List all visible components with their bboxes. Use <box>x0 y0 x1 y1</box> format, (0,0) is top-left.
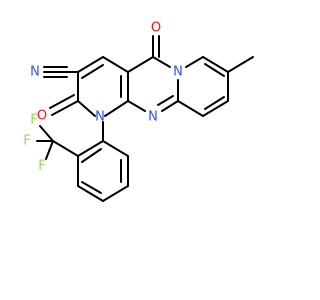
bond-m4 <box>161 100 179 112</box>
atom-f3: F <box>38 159 45 174</box>
bond-r4 <box>202 100 229 117</box>
bond-co-left-1 <box>51 100 79 116</box>
bond-r4b <box>204 96 225 110</box>
atom-oxo-left: O <box>37 109 47 124</box>
atom-ring-n-pyrido: N <box>173 65 183 80</box>
atom-f1: F <box>30 113 37 128</box>
bond-m4b <box>157 95 174 106</box>
atom-oxo-top: O <box>151 21 161 36</box>
bond-a6 <box>77 140 104 157</box>
bond-cf3-f3 <box>45 140 54 160</box>
bond-m2 <box>152 56 171 68</box>
molecule-structure: N O O N N N F F F <box>23 21 254 202</box>
bond-m1 <box>127 56 154 73</box>
atom-ring-n1: N <box>95 110 105 125</box>
bond-l1 <box>77 56 104 73</box>
bond-co-left-2 <box>49 94 75 109</box>
bond-a4 <box>77 185 104 202</box>
bond-r5 <box>177 100 204 117</box>
bond-r1 <box>185 56 204 68</box>
bond-l1b <box>81 64 104 79</box>
bond-l2 <box>102 56 129 73</box>
atom-f2: F <box>23 134 30 149</box>
bond-a1 <box>102 140 129 157</box>
bond-layer <box>36 35 254 202</box>
bond-l5 <box>77 100 96 117</box>
bond-m5 <box>127 100 146 112</box>
bond-a3 <box>102 185 129 202</box>
bond-r2 <box>202 56 229 73</box>
bond-a6b <box>81 148 102 163</box>
bond-r2b <box>204 63 225 77</box>
bond-a4b <box>81 181 102 194</box>
atom-nitrile-n: N <box>30 65 40 80</box>
atom-layer: N O O N N N F F F <box>23 21 183 174</box>
bond-cf3-f1 <box>39 125 54 142</box>
bond-l4 <box>104 100 129 117</box>
atom-ring-n-bridge: N <box>148 110 158 125</box>
bond-methyl <box>227 56 254 73</box>
bond-cf3-c <box>52 140 79 157</box>
